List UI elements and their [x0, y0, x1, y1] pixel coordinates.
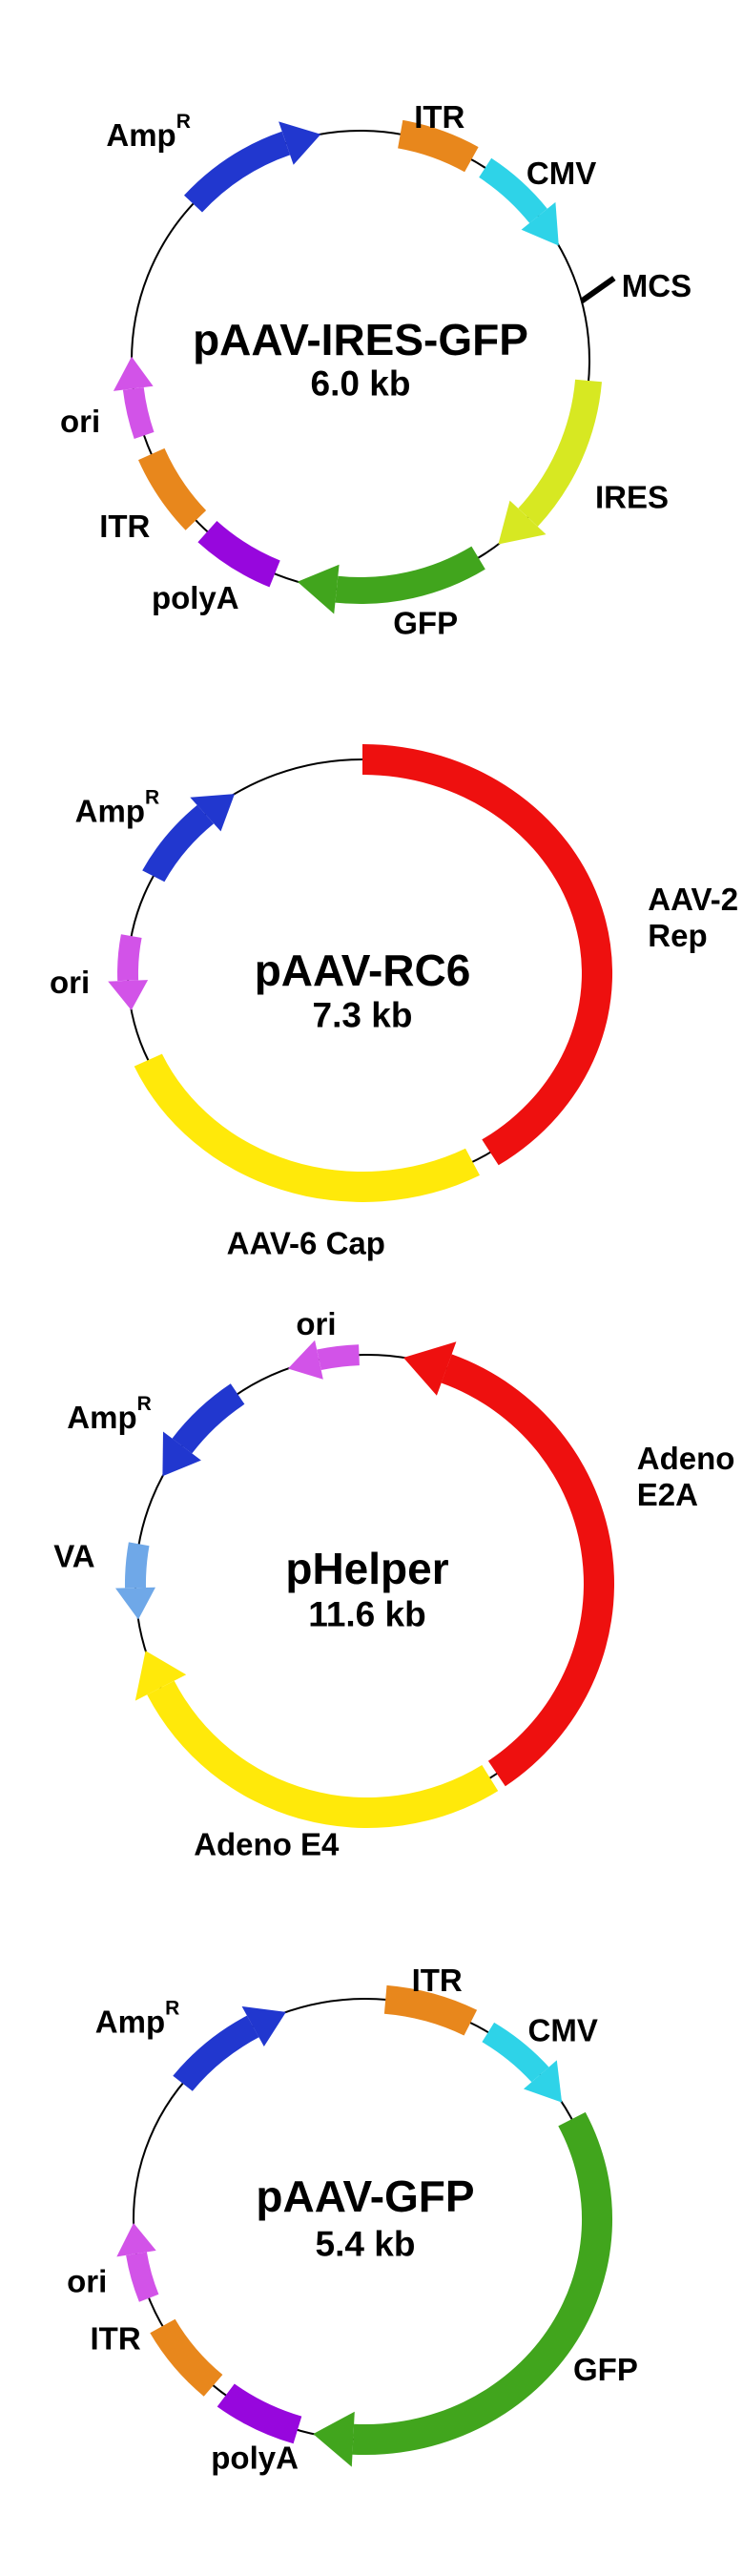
plasmid-title: pAAV-RC6 — [255, 945, 471, 995]
feature-arrow-head-AmpR — [190, 794, 235, 832]
restriction-site-tick-MCS — [580, 276, 616, 304]
feature-arrow-head-AmpR — [162, 1431, 201, 1477]
feature-label-ori: ori — [296, 1306, 336, 1341]
feature-arrow-head-CMV — [524, 2060, 563, 2103]
plasmid-title: pAAV-IRES-GFP — [193, 315, 528, 364]
feature-label-AAV-6-Cap: AAV-6 Cap — [227, 1225, 385, 1260]
feature-arrow-head-ori — [287, 1340, 323, 1380]
feature-arrow-body-ori — [126, 2252, 159, 2302]
feature-arrow-head-AmpR — [279, 121, 321, 165]
feature-arrow-head-GFP — [297, 564, 340, 614]
feature-arrow-body-ori — [122, 387, 155, 439]
feature-label-AmpR: AmpR — [75, 786, 160, 828]
feature-block-polyA — [217, 2383, 302, 2444]
feature-label-ITR: ITR — [412, 1963, 463, 1998]
feature-arrow-head-Adeno-E4 — [134, 1651, 187, 1701]
feature-label-polyA: polyA — [211, 2440, 299, 2475]
feature-label-CMV: CMV — [528, 2012, 598, 2047]
feature-block-AAV-6-Cap — [134, 1053, 480, 1202]
feature-arrow-head-ori — [113, 356, 154, 391]
plasmid-size-label: 11.6 kb — [308, 1595, 425, 1634]
feature-arrow-head-VA — [115, 1587, 155, 1620]
plasmid-pAAV-IRES-GFP: ITR CMV MCS IRES GFP polyA ITR ori AmpR pAAV-IRE… — [60, 99, 691, 640]
feature-block-polyA — [197, 521, 280, 588]
feature-arrow-head-ori — [116, 2223, 156, 2257]
feature-block-AAV-2-Rep — [362, 744, 613, 1166]
feature-label-ITR: ITR — [99, 509, 150, 544]
feature-label-ori: ori — [50, 965, 90, 1000]
feature-arrow-body-GFP — [352, 2111, 613, 2456]
feature-label-Adeno-E4: Adeno E4 — [194, 1826, 340, 1861]
feature-arrow-body-IRES — [518, 379, 602, 527]
feature-layer: ITR CMV GFP polyA ITR ori AmpR — [67, 1963, 638, 2475]
plasmid-size-label: 5.4 kb — [316, 2225, 416, 2264]
feature-block-ITR — [138, 447, 207, 530]
feature-arrow-body-ori — [317, 1344, 360, 1370]
feature-arrow-head-CMV — [521, 201, 559, 246]
plasmid-size-label: 6.0 kb — [311, 364, 411, 404]
feature-arrow-body-Adeno-E2A — [441, 1354, 614, 1787]
feature-arrow-head-IRES — [498, 500, 547, 545]
feature-label-ITR: ITR — [414, 99, 464, 135]
feature-label-CMV: CMV — [526, 155, 596, 190]
feature-arrow-head-Adeno-E2A — [403, 1341, 457, 1396]
feature-block-ITR — [150, 2318, 223, 2397]
plasmid-title: pHelper — [285, 1544, 448, 1593]
feature-arrow-body-GFP — [335, 546, 485, 605]
feature-label-GFP: GFP — [393, 605, 458, 640]
feature-arrow-head-AmpR — [241, 2006, 286, 2046]
feature-label-polyA: polyA — [152, 580, 239, 615]
feature-label-AmpR: AmpR — [106, 110, 191, 152]
feature-block-ITR — [383, 1984, 478, 2036]
feature-arrow-body-VA — [124, 1542, 150, 1589]
feature-label-ITR: ITR — [91, 2320, 141, 2356]
feature-label-MCS: MCS — [622, 268, 691, 303]
feature-arrow-body-AmpR — [184, 131, 291, 213]
plasmid-pAAV-GFP: ITR CMV GFP polyA ITR ori AmpR pAAV-GFP 5.4 kb — [67, 1963, 638, 2475]
feature-arrow-body-CMV — [482, 2022, 549, 2083]
feature-label-IRES: IRES — [595, 479, 669, 514]
feature-block-ITR — [398, 119, 479, 173]
plasmid-size-label: 7.3 kb — [313, 996, 413, 1035]
feature-label-ori: ori — [67, 2263, 107, 2298]
feature-label-AmpR: AmpR — [67, 1393, 152, 1435]
feature-arrow-body-AmpR — [173, 2015, 259, 2091]
feature-label-GFP: GFP — [573, 2352, 638, 2387]
feature-layer: ITR CMV MCS IRES GFP polyA ITR ori AmpR — [60, 99, 691, 640]
feature-arrow-body-ori — [117, 934, 142, 982]
feature-arrow-head-GFP — [313, 2411, 355, 2467]
feature-arrow-head-ori — [108, 980, 149, 1010]
feature-arrow-body-Adeno-E4 — [147, 1680, 499, 1828]
feature-label-ori: ori — [60, 404, 100, 439]
feature-arrow-body-AmpR — [172, 1383, 245, 1454]
plasmid-title: pAAV-GFP — [256, 2171, 474, 2221]
feature-arrow-body-AmpR — [142, 804, 215, 883]
feature-label-VA: VA — [53, 1538, 94, 1573]
feature-label-AmpR: AmpR — [95, 1997, 180, 2039]
feature-arrow-body-CMV — [479, 157, 547, 223]
